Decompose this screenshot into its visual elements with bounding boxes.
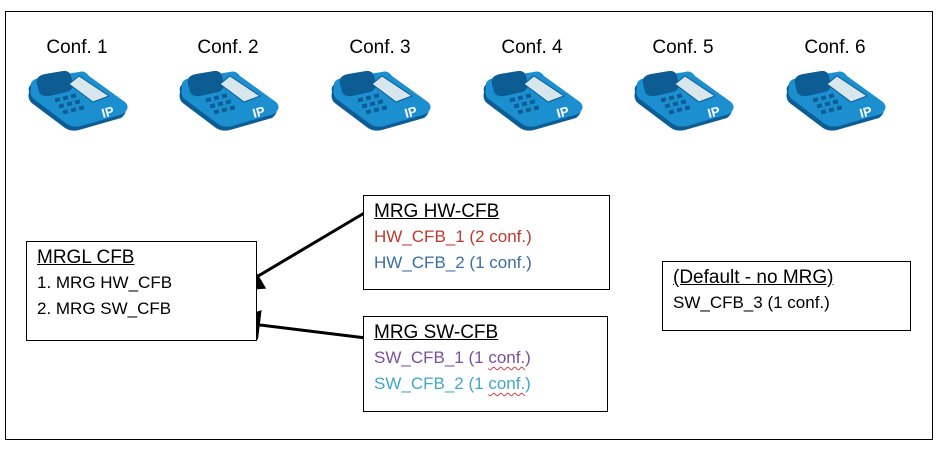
hw-cfb-2: HW_CFB_2 (1 conf.) [374, 253, 532, 272]
mrg-sw-cfb-box: MRG SW-CFB SW_CFB_1 (1 conf.) SW_CFB_2 (… [363, 316, 608, 412]
mrgl-item-1: 1. MRG HW_CFB [37, 273, 173, 292]
sw-cfb-1: SW_CFB_1 (1 conf.) [374, 348, 531, 367]
conference-4: Conf. 4 IP [477, 34, 587, 144]
ip-phone-icon: IP [331, 70, 431, 131]
conference-label: Conf. 3 [349, 37, 411, 58]
svg-text:IP: IP [100, 103, 116, 121]
conference-label: Conf. 5 [652, 37, 714, 58]
mrgl-item-2: 2. MRG SW_CFB [37, 299, 172, 318]
conference-6: Conf. 6 IP [780, 34, 890, 144]
svg-text:IP: IP [706, 103, 722, 121]
conference-label: Conf. 1 [46, 37, 108, 58]
mrgl-cfb-box: MRGL CFB 1. MRG HW_CFB 2. MRG SW_CFB [26, 241, 257, 341]
default-no-mrg-box: (Default - no MRG) SW_CFB_3 (1 conf.) [662, 261, 911, 331]
sw-cfb-2: SW_CFB_2 (1 conf.) [374, 374, 531, 393]
default-title: (Default - no MRG) [673, 267, 834, 288]
conference-label: Conf. 6 [804, 37, 866, 58]
sw-cfb-3: SW_CFB_3 (1 conf.) [673, 293, 830, 312]
svg-text:IP: IP [555, 103, 571, 121]
ip-phone-icon: IP [483, 70, 583, 131]
arrow-hw-to-mrgl [232, 210, 367, 292]
conference-label: Conf. 4 [501, 37, 563, 58]
ip-phone-icon: IP [634, 70, 734, 131]
conference-1: Conf. 1 IP [22, 34, 132, 144]
svg-text:IP: IP [403, 103, 419, 121]
mrg-sw-title: MRG SW-CFB [374, 322, 499, 343]
svg-text:IP: IP [858, 103, 874, 121]
mrgl-title: MRGL CFB [37, 247, 135, 268]
svg-text:IP: IP [251, 103, 267, 121]
ip-phone-icon: IP [28, 70, 128, 131]
mrg-hw-cfb-box: MRG HW-CFB HW_CFB_1 (2 conf.) HW_CFB_2 (… [363, 195, 610, 290]
ip-phone-icon: IP [179, 70, 279, 131]
arrow-sw-to-mrgl [230, 310, 367, 340]
conference-2: Conf. 2 IP [173, 34, 283, 144]
conference-label: Conf. 2 [197, 37, 259, 58]
conference-5: Conf. 5 IP [628, 34, 738, 144]
mrg-hw-title: MRG HW-CFB [374, 201, 500, 222]
hw-cfb-1: HW_CFB_1 (2 conf.) [374, 227, 532, 246]
conference-3: Conf. 3 IP [325, 34, 435, 144]
ip-phone-icon: IP [786, 70, 886, 131]
